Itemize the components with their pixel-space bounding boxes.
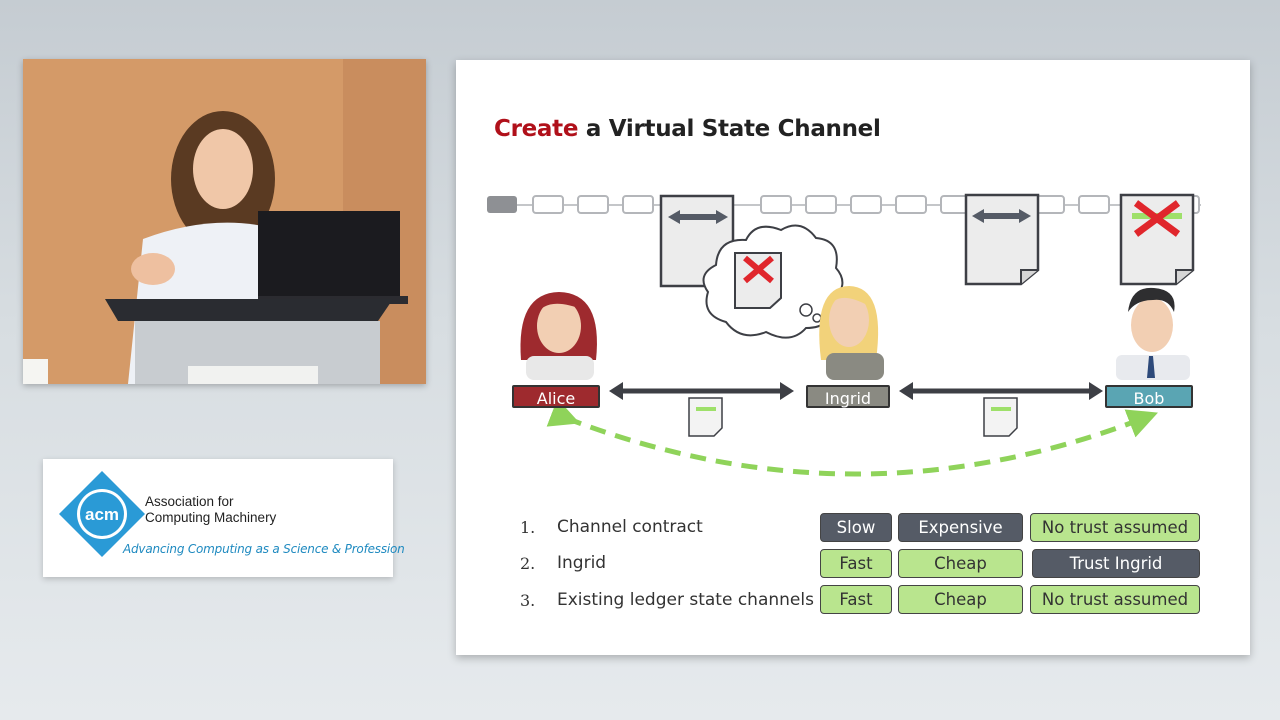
alice-avatar — [520, 292, 596, 380]
speaker-video — [23, 59, 426, 384]
chain-block — [1079, 196, 1109, 213]
acm-org-name: Association for Computing Machinery — [145, 494, 335, 526]
tag-no-trust: No trust assumed — [1030, 513, 1200, 542]
chain-block — [851, 196, 881, 213]
genesis-block — [487, 196, 517, 213]
speaker-scene — [23, 59, 426, 384]
item-number: 2. — [520, 554, 535, 573]
virtual-channel-arrow — [566, 418, 1144, 474]
tag-expensive: Expensive — [898, 513, 1023, 542]
item-number: 1. — [520, 518, 535, 537]
acm-logo-card: acm Association for Computing Machinery … — [43, 459, 393, 577]
chain-block — [896, 196, 926, 213]
tag-cheap: Cheap — [898, 585, 1023, 614]
item-text: Channel contract — [557, 517, 703, 537]
channel-state-document-icon — [689, 398, 722, 436]
presentation-slide: Create a Virtual State Channel — [456, 60, 1250, 655]
item-number: 3. — [520, 591, 535, 610]
alice-label: Alice — [512, 385, 600, 408]
acm-tagline: Advancing Computing as a Science & Profe… — [123, 542, 405, 556]
chain-block — [578, 196, 608, 213]
chain-block — [623, 196, 653, 213]
rejected-document-icon — [1121, 195, 1193, 284]
bob-label: Bob — [1105, 385, 1193, 408]
org-line-2: Computing Machinery — [145, 510, 335, 526]
tag-fast: Fast — [820, 549, 892, 578]
contract-document-icon — [966, 195, 1038, 284]
org-line-1: Association for — [145, 494, 335, 510]
chain-block — [761, 196, 791, 213]
item-text: Ingrid — [557, 553, 606, 573]
ingrid-label: Ingrid — [806, 385, 890, 408]
tag-slow: Slow — [820, 513, 892, 542]
channel-state-document-icon — [984, 398, 1017, 436]
chain-block — [806, 196, 836, 213]
tag-fast: Fast — [820, 585, 892, 614]
item-text: Existing ledger state channels — [557, 590, 814, 610]
tag-cheap: Cheap — [898, 549, 1023, 578]
ingrid-avatar — [819, 286, 884, 380]
blockchain-row — [487, 196, 1201, 213]
acm-mark: acm — [85, 505, 119, 524]
chain-block — [533, 196, 563, 213]
bob-avatar — [1116, 288, 1190, 380]
tag-trust-ingrid: Trust Ingrid — [1032, 549, 1200, 578]
tag-no-trust: No trust assumed — [1030, 585, 1200, 614]
